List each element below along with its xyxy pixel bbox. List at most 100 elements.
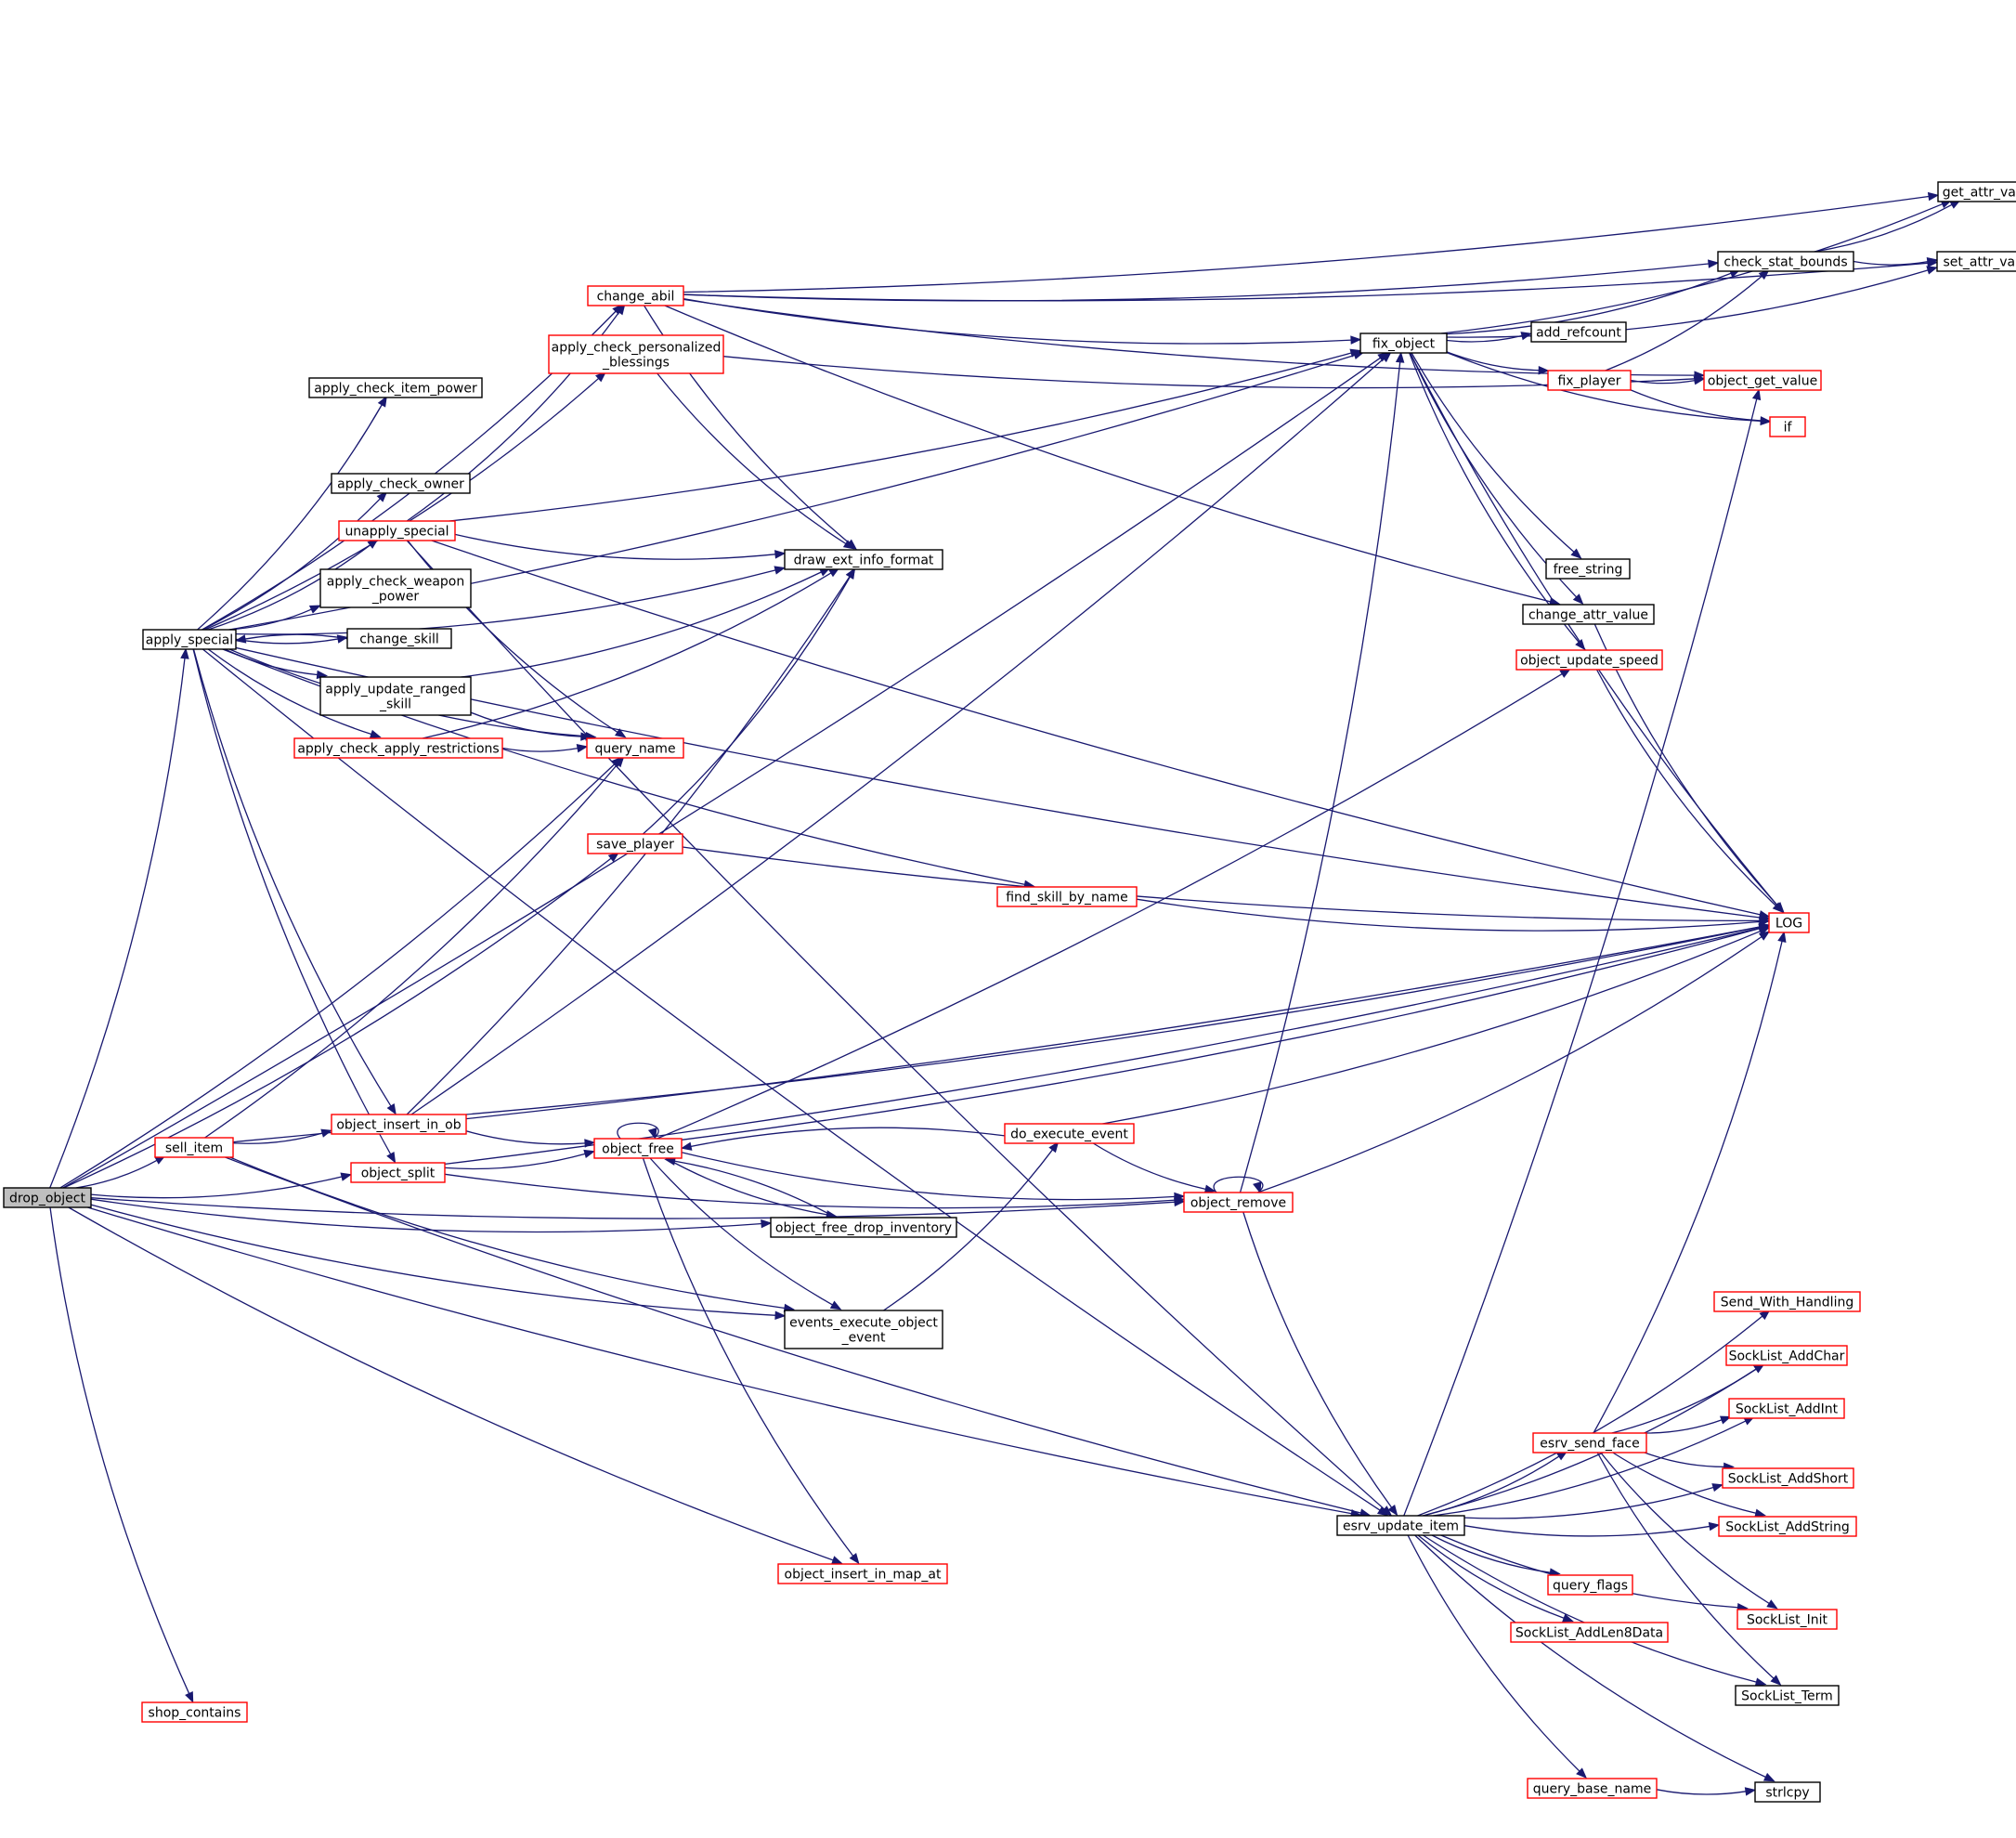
node-sell-item[interactable]: sell_item (154, 1137, 234, 1158)
node-check-stat-bounds[interactable]: check_stat_bounds (1717, 251, 1854, 272)
node-label: apply_update_ranged (325, 683, 465, 697)
node-label: LOG (1775, 917, 1802, 932)
node-object-free-drop-inventory[interactable]: object_free_drop_inventory (770, 1217, 957, 1238)
node-box (3, 1187, 92, 1208)
edge-drop-object-to-apply-special (49, 647, 189, 1189)
node-box (1547, 370, 1632, 391)
node-label: draw_ext_info_format (794, 554, 934, 568)
node-box (154, 1137, 234, 1158)
node-box (1183, 1192, 1294, 1213)
edge-change-skill-to-apply-special (234, 633, 348, 644)
node-box (293, 737, 503, 759)
edge-fix-object-to-free-string (1411, 352, 1582, 559)
node-log[interactable]: LOG (1768, 912, 1810, 933)
node-socklist-addlen8data[interactable]: SockList_AddLen8Data (1510, 1622, 1669, 1643)
node-box (319, 568, 472, 608)
edge-drop-object-to-object-remove (90, 1197, 1186, 1219)
edge-sell-item-to-log (232, 922, 1771, 1143)
node-box (593, 1138, 683, 1159)
edge-unapply-special-to-fix-object (449, 348, 1362, 522)
node-object-get-value[interactable]: object_get_value (1703, 370, 1822, 391)
node-query-name[interactable]: query_name (586, 737, 684, 759)
node-label: esrv_update_item (1343, 1519, 1459, 1534)
node-apply-check-apply-restrictions[interactable]: apply_check_apply_restrictions (293, 737, 503, 759)
node-change-attr-value[interactable]: change_attr_value (1522, 604, 1655, 625)
node-apply-update-ranged-skill[interactable]: apply_update_ranged_skill (319, 676, 472, 716)
node-object-remove[interactable]: object_remove (1183, 1192, 1294, 1213)
node-esrv-update-item[interactable]: esrv_update_item (1336, 1515, 1465, 1536)
edge-esrv-update-item-to-socklist-addlen8data (1417, 1534, 1574, 1623)
node-object-insert-in-ob[interactable]: object_insert_in_ob (331, 1114, 467, 1135)
node-fix-object[interactable]: fix_object (1359, 332, 1448, 354)
node-socklist-addshort[interactable]: SockList_AddShort (1722, 1467, 1854, 1489)
edge-object-free-to-object-free (617, 1122, 659, 1141)
node-set-attr-value[interactable]: set_attr_value (1936, 251, 2016, 272)
node-add-refcount[interactable]: add_refcount (1530, 321, 1627, 343)
node-draw-ext-info-format[interactable]: draw_ext_info_format (784, 549, 943, 570)
node-box (1718, 1516, 1857, 1537)
node-object-insert-in-map-at[interactable]: object_insert_in_map_at (777, 1563, 948, 1584)
node-label: SockList_AddChar (1729, 1349, 1845, 1364)
node-query-flags[interactable]: query_flags (1547, 1574, 1633, 1596)
node-label: object_insert_in_map_at (785, 1568, 943, 1583)
node-query-base-name[interactable]: query_base_name (1527, 1778, 1658, 1799)
node-label: drop_object (9, 1192, 85, 1206)
node-box (1545, 558, 1631, 580)
node-drop-object[interactable]: drop_object (3, 1187, 92, 1208)
node-object-update-speed[interactable]: object_update_speed (1515, 649, 1663, 671)
edge-esrv-send-face-to-socklist-addint (1645, 1415, 1732, 1434)
edge-object-free-to-object-insert-in-map-at (642, 1157, 860, 1565)
edge-object-remove-to-log (1256, 931, 1771, 1193)
node-apply-check-weapon-power[interactable]: apply_check_weapon_power (319, 568, 472, 608)
node-get-attr-value[interactable]: get_attr_value (1937, 181, 2016, 202)
node-if[interactable]: if (1769, 416, 1806, 437)
node-send-with-handling[interactable]: Send_With_Handling (1713, 1291, 1861, 1312)
node-apply-check-owner[interactable]: apply_check_owner (331, 473, 471, 494)
node-find-skill-by-name[interactable]: find_skill_by_name (996, 886, 1138, 907)
node-socklist-addchar[interactable]: SockList_AddChar (1725, 1345, 1848, 1366)
node-box (308, 377, 483, 398)
edge-apply-special-to-apply-check-apply-restrictions (207, 648, 382, 738)
node-apply-check-item-power[interactable]: apply_check_item_power (308, 377, 483, 398)
node-box (1936, 251, 2016, 272)
edge-object-insert-in-ob-to-object-free (465, 1130, 596, 1148)
node-strlcpy[interactable]: strlcpy (1754, 1781, 1821, 1803)
edge-unapply-special-to-log (431, 540, 1771, 919)
edge-object-free-to-events-execute-object-event (649, 1157, 842, 1310)
edge-esrv-update-item-to-socklist-term (1423, 1534, 1767, 1687)
edge-object-split-to-object-free (444, 1149, 596, 1170)
edge-sell-item-to-query-name (204, 756, 625, 1139)
node-shop-contains[interactable]: shop_contains (141, 1701, 248, 1723)
node-object-split[interactable]: object_split (350, 1162, 446, 1183)
node-do-execute-event[interactable]: do_execute_event (1004, 1123, 1135, 1144)
edge-fix-player-to-object-get-value (1630, 376, 1706, 385)
edge-change-abil-to-check-stat-bounds (683, 259, 1720, 302)
node-socklist-addstring[interactable]: SockList_AddString (1718, 1516, 1857, 1537)
edge-esrv-update-item-to-query-flags (1431, 1534, 1561, 1577)
node-change-skill[interactable]: change_skill (346, 628, 452, 649)
node-change-abil[interactable]: change_abil (587, 285, 684, 306)
edge-esrv-update-item-to-socklist-addshort (1463, 1483, 1724, 1519)
node-free-string[interactable]: free_string (1545, 558, 1631, 580)
node-object-free[interactable]: object_free (593, 1138, 683, 1159)
node-box (331, 1114, 467, 1135)
node-box (1717, 251, 1854, 272)
node-apply-special[interactable]: apply_special (142, 629, 237, 650)
node-apply-check-personalized-blessings[interactable]: apply_check_personalized_blessings (548, 334, 724, 374)
node-label: free_string (1554, 563, 1623, 578)
node-save-player[interactable]: save_player (587, 833, 683, 854)
node-box (587, 285, 684, 306)
node-box (1728, 1398, 1845, 1419)
node-events-execute-object-event[interactable]: events_execute_object_event (784, 1310, 943, 1349)
node-box (996, 886, 1138, 907)
node-socklist-init[interactable]: SockList_Init (1736, 1609, 1838, 1630)
node-label: events_execute_object (789, 1316, 938, 1331)
node-fix-player[interactable]: fix_player (1547, 370, 1632, 391)
node-socklist-term[interactable]: SockList_Term (1735, 1685, 1840, 1706)
edge-unapply-special-to-draw-ext-info-format (454, 533, 787, 560)
node-esrv-send-face[interactable]: esrv_send_face (1532, 1432, 1647, 1453)
edge-drop-object-to-fix-object (62, 351, 1389, 1189)
node-unapply-special[interactable]: unapply_special (338, 520, 456, 541)
node-socklist-addint[interactable]: SockList_AddInt (1728, 1398, 1845, 1419)
